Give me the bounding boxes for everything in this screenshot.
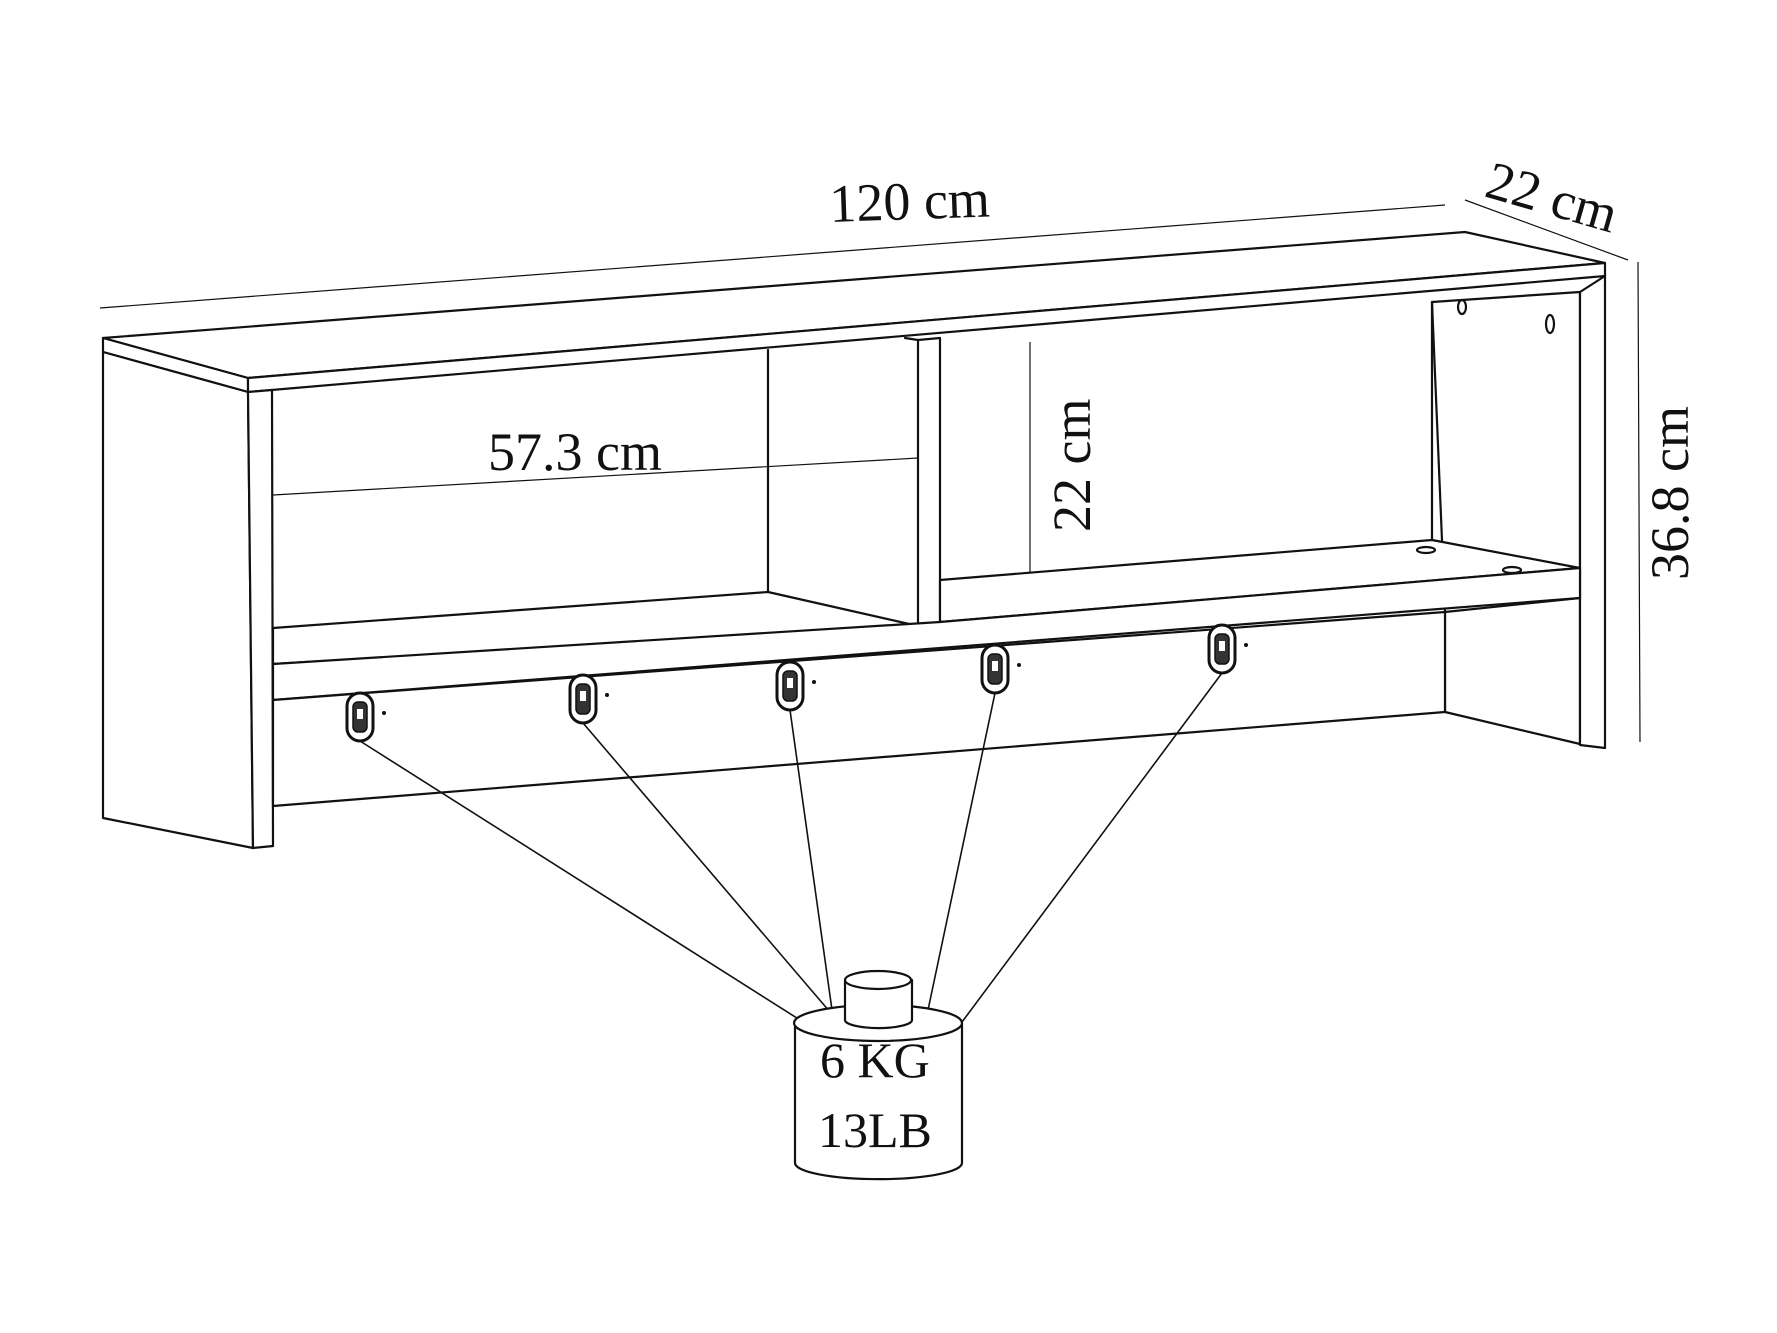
height-label: 36.8 cm: [1640, 406, 1700, 580]
weight-handle: [843, 978, 914, 1030]
dimension-lines: [99, 199, 1641, 743]
left-side-panel: [101, 350, 255, 850]
shelf-front-edge: [271, 566, 1582, 702]
mounting-hole: [1544, 313, 1556, 335]
width-label: 120 cm: [828, 168, 990, 234]
width-dimension-line: [99, 204, 1446, 309]
hook-rail: [271, 610, 1447, 808]
top-board: [101, 230, 1607, 380]
weight-handle-top: [843, 969, 913, 991]
depth-label: 22 cm: [1480, 150, 1625, 244]
wall-shelf: [101, 230, 1607, 850]
back-panel: [1430, 290, 1582, 746]
weight-lb-label: 13LB: [818, 1102, 932, 1158]
hook-icon: [345, 691, 386, 743]
hook-icon: [568, 673, 609, 725]
cam-lock: [1501, 565, 1523, 575]
height-dimension-line: [1637, 261, 1641, 743]
hook-icon: [775, 660, 816, 712]
compartment-height-label: 22 cm: [1042, 399, 1102, 532]
load-string: [789, 709, 833, 1011]
load-string: [359, 740, 801, 1021]
weight-kg-label: 6 KG: [820, 1032, 930, 1088]
load-string: [927, 692, 996, 1011]
load-string: [961, 672, 1223, 1023]
right-side-panel: [1578, 274, 1607, 750]
mounting-hole: [1456, 298, 1468, 316]
depth-dimension-line: [1464, 199, 1629, 261]
cam-lock: [1415, 545, 1437, 555]
weight: 6 KG 13LB: [792, 969, 964, 1181]
load-string: [582, 722, 831, 1013]
load-strings: [359, 672, 1223, 1023]
compartment-width-label: 57.3 cm: [488, 422, 662, 482]
weight-body: [793, 1021, 964, 1181]
middle-divider: [916, 336, 942, 628]
left-side-edge: [246, 388, 275, 850]
compartment-width-line: [272, 457, 919, 496]
